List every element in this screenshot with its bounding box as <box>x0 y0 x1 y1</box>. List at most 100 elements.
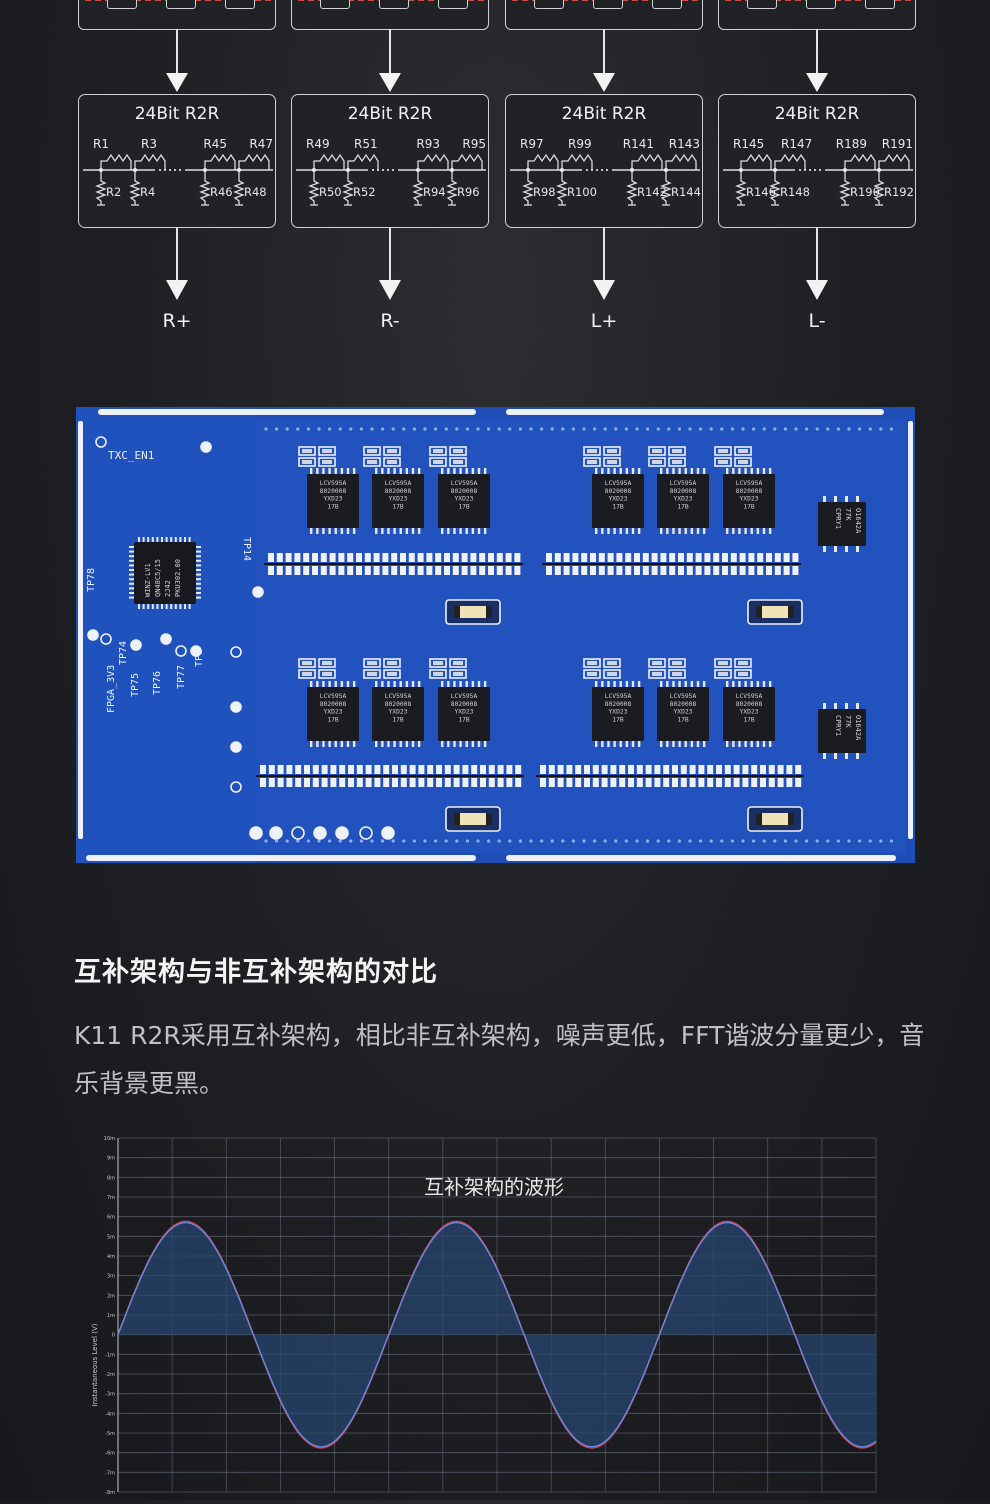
output-label: L+ <box>590 310 618 332</box>
resistor-label: R96 <box>457 185 480 199</box>
ladder-title: 24Bit R2R <box>561 104 647 124</box>
svg-text:8020008: 8020008 <box>320 488 347 495</box>
svg-text:YXD23: YXD23 <box>609 496 628 503</box>
section-heading: 互补架构与非互补架构的对比 <box>74 957 438 988</box>
svg-text:8020008: 8020008 <box>385 488 412 495</box>
resistor-label: R50 <box>319 185 342 199</box>
y-tick-label: -3m <box>105 1392 115 1398</box>
svg-text:8020008: 8020008 <box>451 701 478 708</box>
svg-text:8020008: 8020008 <box>605 701 632 708</box>
resistor-label: R144 <box>671 185 701 199</box>
down-arrow-icon <box>166 29 188 92</box>
resistor-label: R48 <box>244 185 267 199</box>
resistor-label: R98 <box>533 185 556 199</box>
svg-text:LCV595A: LCV595A <box>736 693 763 700</box>
svg-text:8020008: 8020008 <box>385 701 412 708</box>
svg-text:LCV595A: LCV595A <box>385 480 412 487</box>
y-tick-label: 8m <box>107 1175 115 1181</box>
resistor-label: R97 <box>520 137 544 151</box>
ladder-title: 24Bit R2R <box>774 104 860 124</box>
svg-text:WINZ-LV1: WINZ-LV1 <box>144 563 152 597</box>
y-tick-label: 6m <box>107 1215 115 1221</box>
resistor-label: R145 <box>733 137 765 151</box>
y-tick-label: 3m <box>107 1274 115 1280</box>
svg-text:YXD23: YXD23 <box>740 496 759 503</box>
svg-text:TP77: TP77 <box>176 665 187 689</box>
y-tick-label: 10m <box>104 1136 115 1142</box>
y-tick-label: 7m <box>107 1195 115 1201</box>
output-label: L- <box>808 310 826 332</box>
svg-text:17B: 17B <box>327 503 339 510</box>
ladder-schematic <box>723 153 913 206</box>
svg-text:LCV595A: LCV595A <box>736 480 763 487</box>
resistor-label: R52 <box>353 185 376 199</box>
ladder-title: 24Bit R2R <box>347 104 433 124</box>
ladder-schematic <box>510 153 700 206</box>
svg-text:TP14: TP14 <box>241 537 252 561</box>
waveform-trace <box>117 1221 877 1448</box>
ladder-schematic <box>296 153 486 206</box>
svg-text:O1642A: O1642A <box>854 715 862 741</box>
svg-text:QN48C5/15: QN48C5/15 <box>154 559 162 597</box>
svg-text:YXD23: YXD23 <box>609 709 628 716</box>
resistor-label: R189 <box>835 137 867 151</box>
svg-text:17B: 17B <box>327 716 339 723</box>
svg-text:77K: 77K <box>844 508 852 521</box>
y-tick-label: 2m <box>107 1293 115 1299</box>
output-label: R- <box>380 310 400 332</box>
resistor-label: R148 <box>780 185 810 199</box>
svg-text:LCV595A: LCV595A <box>451 480 478 487</box>
resistor-label: R192 <box>884 185 914 199</box>
resistor-label: R100 <box>567 185 597 199</box>
resistor-label: R141 <box>622 137 654 151</box>
svg-text:LCV595A: LCV595A <box>605 480 632 487</box>
svg-text:17B: 17B <box>612 716 624 723</box>
down-arrow-icon <box>593 29 615 92</box>
svg-text:YXD23: YXD23 <box>389 709 408 716</box>
y-tick-label: -8m <box>105 1490 115 1496</box>
svg-text:YXD23: YXD23 <box>389 496 408 503</box>
svg-text:YXD23: YXD23 <box>455 496 474 503</box>
resistor-label: R93 <box>416 137 440 151</box>
y-tick-label: -2m <box>105 1372 115 1378</box>
output-label: R+ <box>162 310 192 332</box>
svg-text:TXC_EN1: TXC_EN1 <box>108 449 154 462</box>
resistor-label: R4 <box>140 185 156 199</box>
svg-text:TP8: TP8 <box>194 649 205 667</box>
svg-text:LCV595A: LCV595A <box>670 693 697 700</box>
resistor-label: R3 <box>141 137 157 151</box>
svg-text:CPRY1: CPRY1 <box>834 508 842 529</box>
resistor-label: R46 <box>210 185 233 199</box>
resistor-label: R2 <box>106 185 122 199</box>
down-arrow-icon <box>593 228 615 300</box>
resistor-label: R51 <box>354 137 378 151</box>
pcb-artwork: LCV595A8020008YXD2317BLCV595A8020008YXD2… <box>76 407 915 863</box>
svg-text:8020008: 8020008 <box>670 488 697 495</box>
svg-text:YXD23: YXD23 <box>455 709 474 716</box>
resistor-label: R94 <box>423 185 446 199</box>
y-tick-label: -5m <box>105 1431 115 1437</box>
svg-text:TP74: TP74 <box>118 641 129 665</box>
y-tick-label: -7m <box>105 1470 115 1476</box>
svg-text:17B: 17B <box>458 716 470 723</box>
y-tick-label: -6m <box>105 1451 115 1457</box>
ladder-schematic <box>83 153 273 206</box>
svg-text:LCV595A: LCV595A <box>320 693 347 700</box>
down-arrow-icon <box>379 228 401 300</box>
resistor-label: R191 <box>881 137 913 151</box>
y-tick-label: 9m <box>107 1156 115 1162</box>
svg-text:LCV595A: LCV595A <box>605 693 632 700</box>
svg-text:8020008: 8020008 <box>605 488 632 495</box>
svg-text:FPGA_3V3: FPGA_3V3 <box>106 665 117 713</box>
svg-text:17B: 17B <box>677 503 689 510</box>
svg-text:17B: 17B <box>612 503 624 510</box>
svg-text:PKU302.00: PKU302.00 <box>174 559 182 597</box>
svg-text:8020008: 8020008 <box>736 488 763 495</box>
svg-text:17B: 17B <box>677 716 689 723</box>
svg-text:17B: 17B <box>743 503 755 510</box>
